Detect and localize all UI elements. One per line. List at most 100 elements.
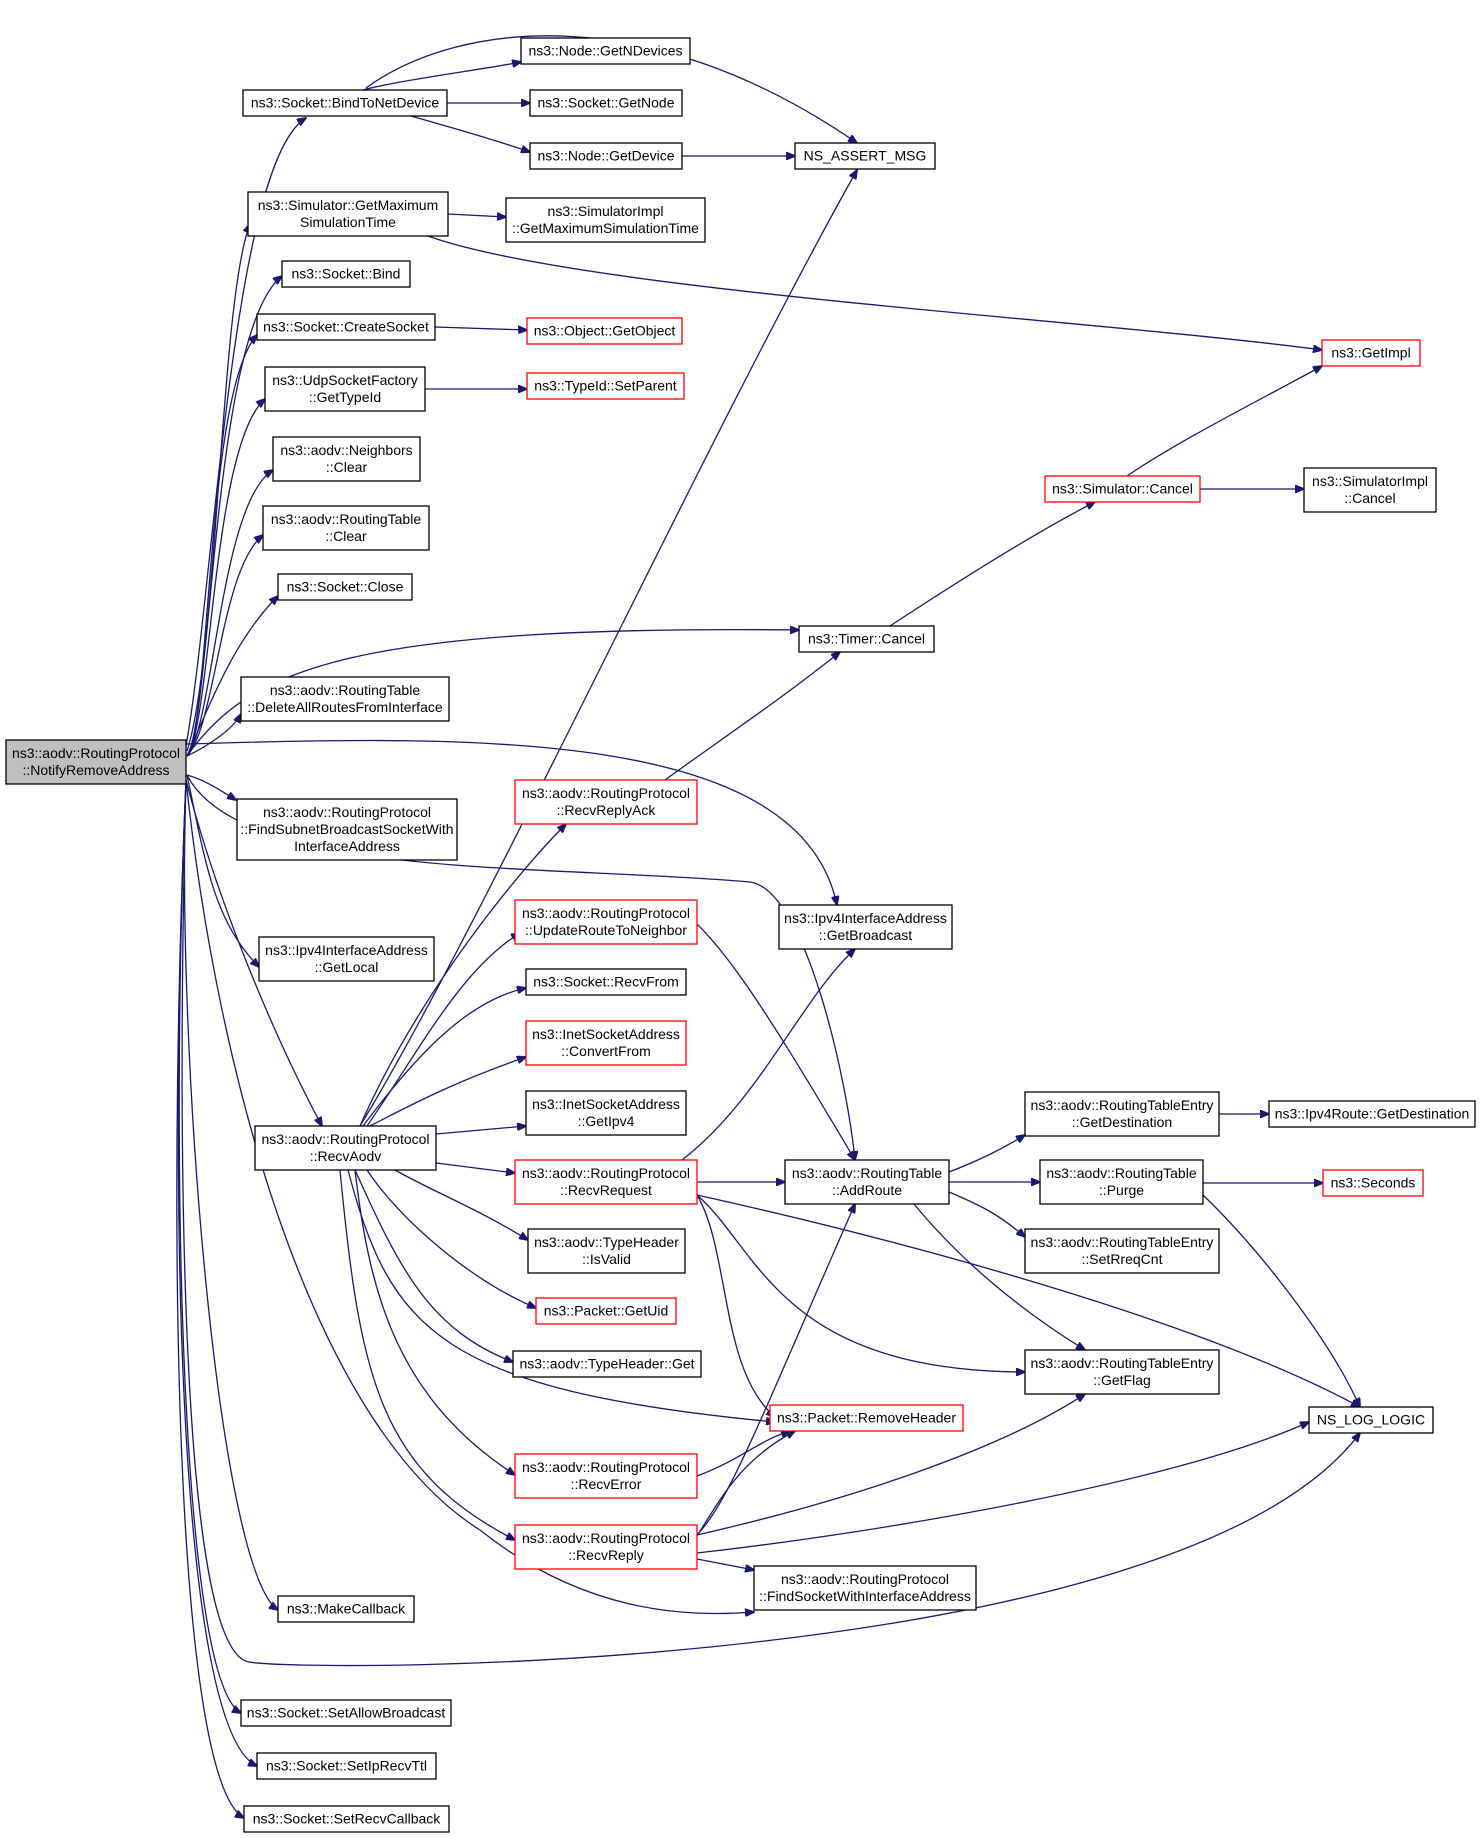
node-simcancel[interactable]: ns3::Simulator::Cancel [1044, 475, 1201, 503]
node-bind_net[interactable]: ns3::Socket::BindToNetDevice [242, 89, 448, 117]
edge-to-nslog [1202, 1194, 1360, 1407]
node-label: ns3::aodv::RoutingProtocol [522, 1459, 690, 1475]
node-setparent[interactable]: ns3::TypeId::SetParent [526, 372, 685, 400]
node-udptid[interactable]: ns3::UdpSocketFactory::GetTypeId [264, 366, 426, 412]
node-setrecv[interactable]: ns3::Socket::SetRecvCallback [243, 1805, 450, 1833]
node-box [769, 1404, 964, 1432]
node-nbclear[interactable]: ns3::aodv::Neighbors::Clear [272, 436, 421, 482]
node-getndev[interactable]: ns3::Node::GetNDevices [520, 37, 691, 65]
node-bind[interactable]: ns3::Socket::Bind [281, 260, 411, 288]
node-label: NS_LOG_LOGIC [1317, 1412, 1425, 1428]
node-purge[interactable]: ns3::aodv::RoutingTable::Purge [1039, 1159, 1204, 1205]
node-delall[interactable]: ns3::aodv::RoutingTable::DeleteAllRoutes… [240, 676, 450, 722]
node-updroute[interactable]: ns3::aodv::RoutingProtocol::UpdateRouteT… [514, 899, 698, 945]
node-box [525, 1090, 687, 1136]
node-setttl[interactable]: ns3::Socket::SetIpRecvTtl [256, 1752, 437, 1780]
node-makecb[interactable]: ns3::MakeCallback [277, 1595, 415, 1623]
node-box [1044, 475, 1201, 503]
node-simimplcancel[interactable]: ns3::SimulatorImpl::Cancel [1303, 467, 1437, 513]
edge-to-getimpl [1126, 366, 1322, 477]
node-box [529, 89, 683, 117]
node-rtclear[interactable]: ns3::aodv::RoutingTable::Clear [262, 505, 430, 551]
node-recverr[interactable]: ns3::aodv::RoutingProtocol::RecvError [514, 1453, 698, 1499]
node-getuid[interactable]: ns3::Packet::GetUid [535, 1297, 677, 1325]
node-box [1321, 339, 1421, 367]
node-getlocal[interactable]: ns3::Ipv4InterfaceAddress::GetLocal [258, 936, 435, 982]
node-label: InterfaceAddress [294, 838, 400, 854]
node-recvack[interactable]: ns3::aodv::RoutingProtocol::RecvReplyAck [514, 779, 698, 825]
edge-to-updroute [366, 933, 520, 1127]
node-findsock[interactable]: ns3::aodv::RoutingProtocol::FindSocketWi… [753, 1565, 977, 1611]
node-label: ::Purge [1099, 1182, 1144, 1198]
node-label: ns3::Socket::SetRecvCallback [253, 1811, 442, 1827]
node-setrreq[interactable]: ns3::aodv::RoutingTableEntry::SetRreqCnt [1024, 1228, 1220, 1274]
node-label: ::DeleteAllRoutesFromInterface [247, 699, 443, 715]
node-getdev[interactable]: ns3::Node::GetDevice [529, 142, 683, 170]
node-root[interactable]: ns3::aodv::RoutingProtocol::NotifyRemove… [5, 739, 187, 785]
node-getnode[interactable]: ns3::Socket::GetNode [529, 89, 683, 117]
node-label: ns3::Packet::GetUid [544, 1303, 669, 1319]
node-label: NS_ASSERT_MSG [804, 148, 927, 164]
edge-to-findsock [185, 779, 754, 1614]
node-close[interactable]: ns3::Socket::Close [277, 573, 413, 601]
node-label: ns3::GetImpl [1331, 345, 1410, 361]
node-label: ns3::aodv::RoutingTableEntry [1031, 1234, 1214, 1250]
node-box [514, 1524, 698, 1570]
node-seconds[interactable]: ns3::Seconds [1322, 1169, 1424, 1197]
node-isvalid[interactable]: ns3::aodv::TypeHeader::IsValid [527, 1228, 686, 1274]
edge-to-delall [186, 714, 241, 757]
node-label: ns3::InetSocketAddress [532, 1096, 680, 1112]
node-box [514, 1159, 698, 1205]
node-box [526, 372, 685, 400]
edge-to-recverr [354, 1169, 515, 1475]
node-recvreq[interactable]: ns3::aodv::RoutingProtocol::RecvRequest [514, 1159, 698, 1205]
node-label: ::RecvRequest [560, 1182, 652, 1198]
node-findsub[interactable]: ns3::aodv::RoutingProtocol::FindSubnetBr… [236, 798, 458, 861]
node-removehdr[interactable]: ns3::Packet::RemoveHeader [769, 1404, 964, 1432]
node-getobj[interactable]: ns3::Object::GetObject [526, 317, 683, 345]
node-label: ns3::Socket::GetNode [538, 95, 675, 111]
node-addroute[interactable]: ns3::aodv::RoutingTable::AddRoute [784, 1159, 950, 1205]
edge-to-getndev [362, 62, 521, 91]
edge-to-recvreq [435, 1162, 515, 1173]
node-assert[interactable]: NS_ASSERT_MSG [794, 142, 936, 170]
node-box [526, 317, 683, 345]
edge-layer [176, 35, 1360, 1818]
node-convfrom[interactable]: ns3::InetSocketAddress::ConvertFrom [525, 1020, 687, 1066]
node-label: ns3::Socket::Close [287, 579, 404, 595]
edge-to-removehdr [696, 1431, 795, 1537]
node-getflag[interactable]: ns3::aodv::RoutingTableEntry::GetFlag [1024, 1349, 1220, 1395]
node-nslog[interactable]: NS_LOG_LOGIC [1308, 1406, 1434, 1434]
node-recvreply[interactable]: ns3::aodv::RoutingProtocol::RecvReply [514, 1524, 698, 1570]
node-label: ns3::Socket::Bind [292, 266, 401, 282]
node-recvaodv[interactable]: ns3::aodv::RoutingProtocol::RecvAodv [254, 1125, 437, 1171]
node-label: ::RecvError [571, 1476, 642, 1492]
node-box [242, 89, 448, 117]
node-getimpl[interactable]: ns3::GetImpl [1321, 339, 1421, 367]
node-label: ns3::aodv::RoutingProtocol [522, 1165, 690, 1181]
node-getipv4[interactable]: ns3::InetSocketAddress::GetIpv4 [525, 1090, 687, 1136]
node-box [1268, 1100, 1476, 1128]
node-label: ns3::aodv::RoutingProtocol [522, 785, 690, 801]
node-recvfrom[interactable]: ns3::Socket::RecvFrom [525, 968, 687, 996]
node-create[interactable]: ns3::Socket::CreateSocket [256, 313, 436, 341]
node-thget[interactable]: ns3::aodv::TypeHeader::Get [512, 1350, 702, 1378]
node-label: ns3::SimulatorImpl [548, 203, 664, 219]
edge-to-rtegetdest [948, 1135, 1025, 1173]
node-simmax[interactable]: ns3::Simulator::GetMaximumSimulationTime [247, 191, 449, 237]
node-box [778, 904, 953, 950]
edge-to-getflag [696, 1394, 1085, 1536]
node-label: ns3::aodv::RoutingProtocol [263, 804, 431, 820]
node-getbcast[interactable]: ns3::Ipv4InterfaceAddress::GetBroadcast [778, 904, 953, 950]
node-label: ns3::Ipv4InterfaceAddress [265, 942, 428, 958]
node-timercancel[interactable]: ns3::Timer::Cancel [798, 625, 935, 653]
node-label: ns3::Simulator::Cancel [1052, 481, 1193, 497]
node-ipv4getdest[interactable]: ns3::Ipv4Route::GetDestination [1268, 1100, 1476, 1128]
edge-to-nslog [181, 779, 1360, 1667]
node-simimplmax[interactable]: ns3::SimulatorImpl::GetMaximumSimulation… [505, 197, 706, 243]
node-rtegetdest[interactable]: ns3::aodv::RoutingTableEntry::GetDestina… [1024, 1091, 1220, 1137]
node-box [527, 1228, 686, 1274]
node-box [277, 1595, 415, 1623]
node-setbcast[interactable]: ns3::Socket::SetAllowBroadcast [240, 1699, 452, 1727]
node-box [272, 436, 421, 482]
